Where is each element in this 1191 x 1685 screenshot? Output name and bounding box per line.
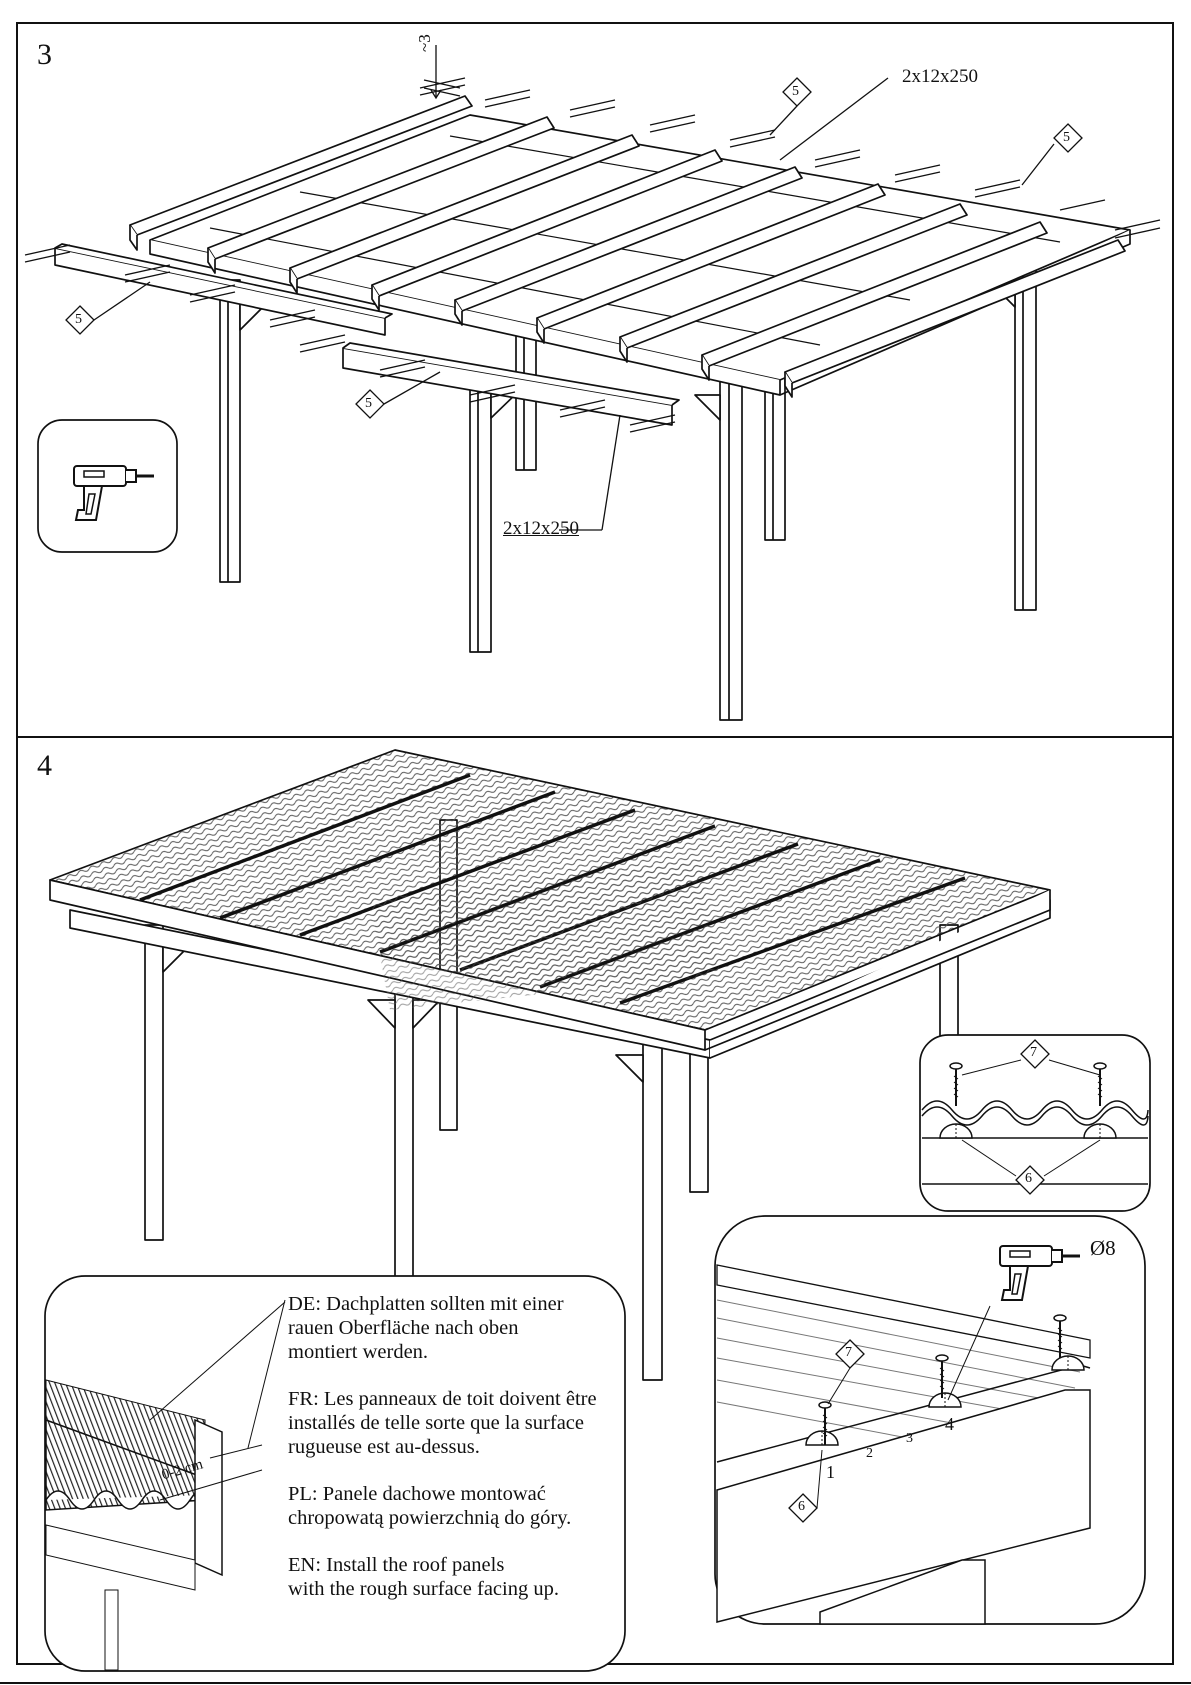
order-label-1: 1 bbox=[826, 1462, 835, 1482]
step-number-4: 4 bbox=[37, 749, 52, 782]
step3-illustration bbox=[54, 95, 1131, 721]
callout-5-label: 5 bbox=[365, 396, 372, 411]
callout-5 bbox=[65, 45, 1083, 531]
order-label-2: 2 bbox=[866, 1446, 873, 1461]
note-de: DE: Dachplatten sollten mit einer rauen … bbox=[288, 1293, 564, 1363]
callout-5-label: 5 bbox=[1063, 130, 1070, 145]
note-fr: FR: Les panneaux de toit doivent être in… bbox=[288, 1388, 597, 1458]
detail-overhang bbox=[44, 1275, 626, 1672]
step3-screws bbox=[24, 77, 1161, 433]
callout-7-label: 7 bbox=[845, 1345, 852, 1360]
note-pl: PL: Panele dachowe montować chropowatą p… bbox=[288, 1483, 572, 1529]
installation-notes: DE: Dachplatten sollten mit einer rauen … bbox=[288, 1292, 648, 1624]
detail-fixing bbox=[919, 1034, 1151, 1212]
rafters bbox=[129, 95, 1126, 398]
callout-6-label: 6 bbox=[1025, 1171, 1032, 1186]
drill-icon-box bbox=[37, 419, 178, 553]
callout-6-label: 6 bbox=[798, 1499, 805, 1514]
step-number-3: 3 bbox=[37, 38, 52, 71]
detail-screwing bbox=[714, 1215, 1146, 1625]
order-label-3: 3 bbox=[906, 1431, 913, 1446]
drill-diameter-label: Ø8 bbox=[1090, 1236, 1116, 1260]
order-label-4: 4 bbox=[945, 1414, 954, 1434]
callout-7-label: 7 bbox=[1030, 1045, 1037, 1060]
gap-label: ~3 bbox=[415, 34, 434, 52]
dimension-label-top: 2x12x250 bbox=[902, 66, 978, 87]
note-en: EN: Install the roof panels with the rou… bbox=[288, 1554, 559, 1600]
dimension-label-bottom: 2x12x250 bbox=[503, 518, 579, 539]
callout-5-label: 5 bbox=[75, 312, 82, 327]
callout-5-label: 5 bbox=[792, 84, 799, 99]
step4-illustration bbox=[49, 749, 1051, 1381]
